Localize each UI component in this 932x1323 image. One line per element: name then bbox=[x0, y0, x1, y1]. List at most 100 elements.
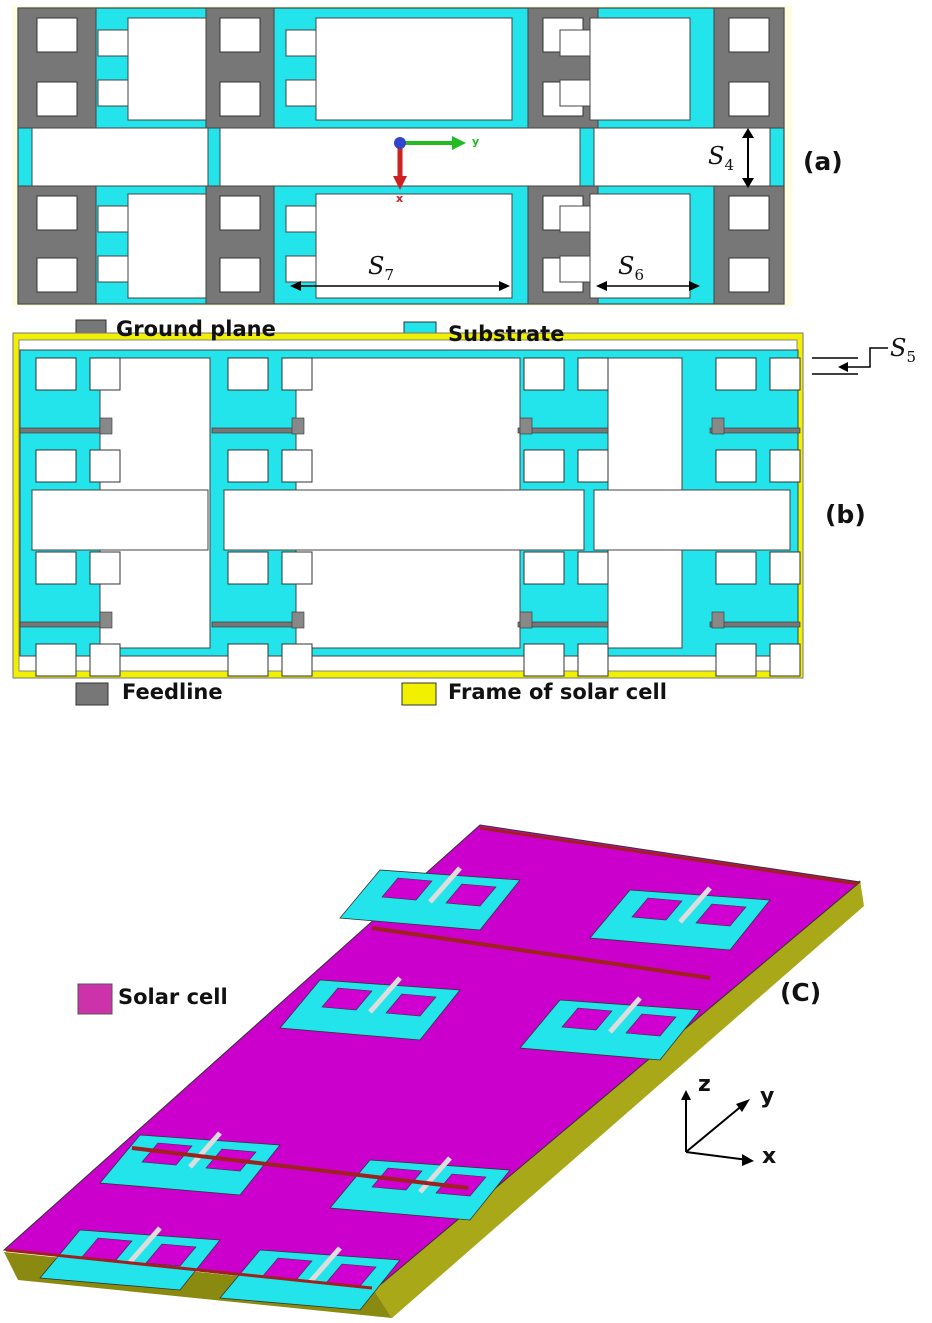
s4-arrow-top bbox=[742, 128, 754, 138]
panel-a-ground-blocks bbox=[17, 7, 785, 305]
cell-slot bbox=[715, 449, 757, 483]
h-cutout-tab bbox=[285, 79, 317, 107]
panel-c-axes bbox=[681, 1090, 754, 1166]
h-cutout-tab bbox=[559, 79, 591, 107]
feed-stub bbox=[711, 417, 725, 435]
feedline bbox=[211, 621, 303, 628]
s7-label: S7 bbox=[368, 252, 394, 284]
axis-c-y-head bbox=[736, 1099, 750, 1112]
cell-slot bbox=[89, 357, 121, 391]
feedline bbox=[211, 427, 303, 434]
cell-slot bbox=[577, 449, 609, 483]
cell-slot bbox=[281, 551, 313, 585]
cell-slot bbox=[281, 357, 313, 391]
s6-arrow-left bbox=[596, 281, 607, 291]
h-cutout-tab bbox=[97, 29, 129, 57]
panel-a-ground-view bbox=[12, 6, 792, 306]
c-slot bbox=[631, 897, 683, 921]
cell-slot bbox=[35, 357, 77, 391]
s4-arrow-bottom bbox=[742, 178, 754, 188]
feed-stub bbox=[291, 611, 305, 629]
axis-c-x-label: x bbox=[762, 1144, 777, 1169]
panel-b-elements bbox=[19, 357, 801, 677]
feed-stub bbox=[99, 417, 113, 435]
cell-slot bbox=[523, 357, 565, 391]
h-cutout-tab bbox=[285, 29, 317, 57]
axis-c-x-head bbox=[742, 1154, 754, 1166]
h-cutout-tab bbox=[97, 255, 129, 283]
cell-slot bbox=[281, 449, 313, 483]
axis-a-x-label: x bbox=[396, 192, 404, 205]
ground-square-slot bbox=[219, 17, 261, 53]
c-slot bbox=[445, 883, 497, 907]
feedline bbox=[709, 427, 801, 434]
panel-b-feed-view bbox=[12, 332, 888, 679]
s5-leader bbox=[842, 347, 888, 368]
legend-frame-label: Frame of solar cell bbox=[448, 680, 667, 704]
cell-slot bbox=[769, 357, 801, 391]
legend-frame-swatch bbox=[401, 682, 437, 706]
c-feedline bbox=[128, 1226, 162, 1264]
h-cutout bbox=[315, 193, 513, 299]
h-cutout-tab bbox=[285, 205, 317, 233]
panel-a-dimensions bbox=[290, 128, 754, 291]
axis-a-y-head bbox=[452, 136, 466, 150]
panel-c-3d-view bbox=[2, 824, 864, 1318]
feedline bbox=[19, 621, 111, 628]
ground-square-slot bbox=[728, 257, 770, 293]
cell-slot bbox=[35, 643, 77, 677]
panel-b-right-slot bbox=[593, 489, 791, 551]
h-cutout bbox=[589, 193, 691, 299]
c-slot bbox=[321, 987, 373, 1011]
cell-slot bbox=[769, 449, 801, 483]
panel-a-tag: (a) bbox=[803, 147, 843, 176]
h-cutout-tab bbox=[97, 79, 129, 107]
c-slot bbox=[695, 903, 747, 927]
cell-slot bbox=[715, 357, 757, 391]
s5-label: S5 bbox=[890, 334, 916, 366]
c-feedline bbox=[308, 1246, 342, 1284]
c-slot bbox=[625, 1013, 677, 1037]
h-cutout-tab bbox=[559, 29, 591, 57]
cell-slot bbox=[227, 643, 269, 677]
legend-feedline-label: Feedline bbox=[122, 680, 223, 704]
c-slot bbox=[381, 877, 433, 901]
axis-a-x-head bbox=[393, 176, 407, 190]
cell-slot bbox=[523, 551, 565, 585]
axis-a-origin bbox=[394, 137, 406, 149]
ground-square-slot bbox=[36, 17, 78, 53]
cell-slot bbox=[769, 551, 801, 585]
ground-square-slot bbox=[36, 195, 78, 231]
axis-a-y-label: y bbox=[472, 135, 480, 148]
legend-substrate-label: Substrate bbox=[448, 322, 565, 346]
panel-a-h-cutouts bbox=[97, 17, 691, 299]
h-cutout-tab bbox=[97, 205, 129, 233]
s5-dimension bbox=[812, 347, 888, 375]
ground-square-slot bbox=[219, 195, 261, 231]
cell-slot bbox=[227, 551, 269, 585]
c-feedline bbox=[428, 866, 462, 904]
panel-c-top-edge bbox=[479, 826, 859, 886]
c-slot bbox=[385, 993, 437, 1017]
cell-slot bbox=[523, 449, 565, 483]
h-cutout bbox=[127, 17, 207, 121]
panel-c-base-edge bbox=[374, 880, 864, 1318]
ground-square-slot bbox=[728, 195, 770, 231]
s6-arrow-right bbox=[689, 281, 700, 291]
legend-solar-swatch bbox=[77, 983, 113, 1015]
panel-b-center-slot bbox=[223, 489, 585, 551]
feed-stub bbox=[519, 417, 533, 435]
axis-c-y-label: y bbox=[760, 1084, 775, 1109]
c-feedline bbox=[188, 1131, 222, 1169]
s6-label: S6 bbox=[618, 252, 644, 284]
h-cutout-tab bbox=[559, 255, 591, 283]
cell-slot bbox=[89, 551, 121, 585]
cell-slot bbox=[577, 643, 609, 677]
cell-slot bbox=[227, 449, 269, 483]
legend-feedline-swatch bbox=[75, 682, 109, 706]
cell-slot bbox=[281, 643, 313, 677]
legend-ground-label: Ground plane bbox=[116, 317, 276, 341]
s4-label: S4 bbox=[708, 142, 734, 174]
h-cutout bbox=[127, 193, 207, 299]
